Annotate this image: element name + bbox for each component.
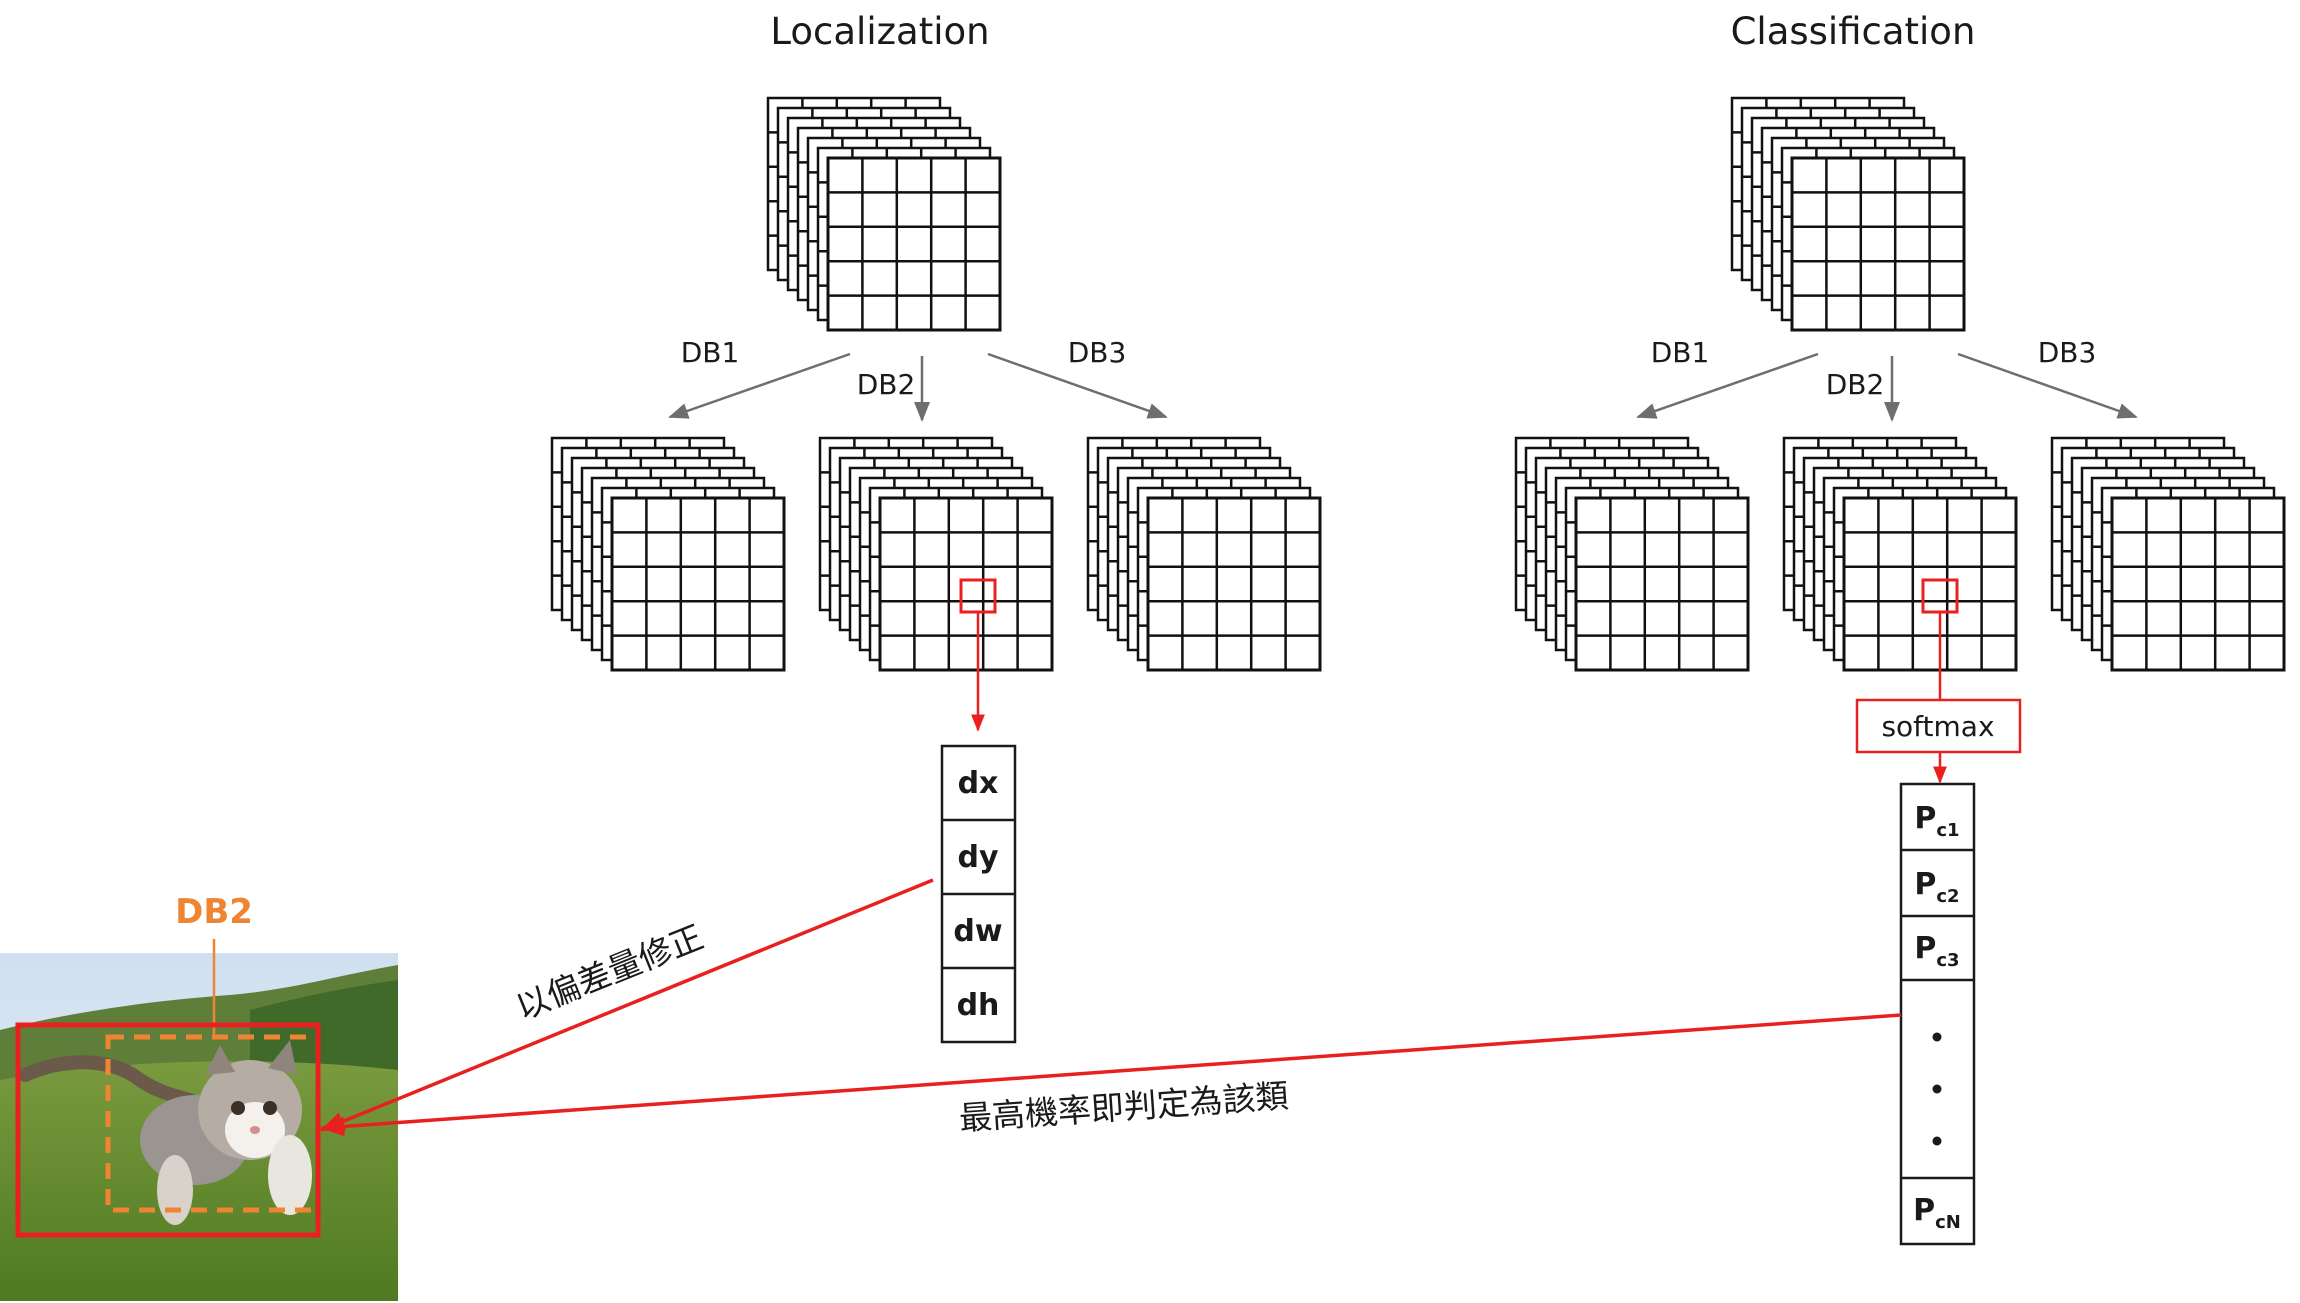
loc-db1-arrow [668, 352, 851, 419]
loc-branch-arrows [668, 352, 1168, 422]
cls-db2-label: DB2 [1826, 368, 1885, 401]
feature-map-layer [826, 156, 1002, 332]
offset-dx: dx [958, 766, 999, 801]
cls-db1-arrow [1636, 352, 1819, 419]
loc-db2-label: DB2 [857, 368, 916, 401]
photo-db2-label: DB2 [175, 892, 253, 932]
prob-c3: Pc3 [1914, 931, 1959, 971]
prob-c1: Pc1 [1914, 801, 1959, 841]
feature-map-layer [1146, 496, 1322, 672]
offset-dh: dh [957, 988, 1000, 1023]
offsets-to-photo-arrow [319, 878, 934, 1132]
classification-title: Classification [1731, 10, 1976, 53]
ellipsis-dots [1932, 1032, 1942, 1146]
loc-db2-feature-map [818, 436, 1054, 672]
cls-db2-feature-map [1782, 436, 2018, 672]
cls-branch-arrows [1636, 352, 2138, 422]
softmax-box [1855, 698, 2022, 754]
offsets-column [940, 744, 1017, 1044]
offset-dw: dw [953, 914, 1002, 949]
loc-db3-arrow [987, 352, 1168, 419]
cls-db1-feature-map [1514, 436, 1750, 672]
cls-source-feature-map [1730, 96, 1966, 332]
feature-map-layer [878, 496, 1054, 672]
predicted-box [15, 1022, 321, 1238]
feature-map-layer [1842, 496, 2018, 672]
softmax-label: softmax [1881, 710, 1994, 743]
loc-source-feature-map [766, 96, 1002, 332]
feature-map-layer [1574, 496, 1750, 672]
cls-db3-label: DB3 [2038, 336, 2097, 369]
loc-db1-feature-map [550, 436, 786, 672]
feature-map-layer [610, 496, 786, 672]
cls-db3-feature-map [2050, 436, 2286, 672]
max-prob-annotation: 最高機率即判定為該類 [958, 1076, 1290, 1138]
cls-db3-arrow [1957, 352, 2138, 419]
loc-db1-label: DB1 [681, 336, 740, 369]
feature-map-layer [1790, 156, 1966, 332]
probs-to-photo-arrow [319, 1013, 1902, 1137]
localization-title: Localization [770, 10, 989, 53]
cls-db1-label: DB1 [1651, 336, 1710, 369]
probs-column [1899, 782, 1976, 1246]
prob-c2: Pc2 [1914, 867, 1959, 907]
loc-db3-feature-map [1086, 436, 1322, 672]
prob-cn: PcN [1913, 1193, 1961, 1233]
feature-map-layer [2110, 496, 2286, 672]
offset-dy: dy [957, 840, 998, 875]
loc-db3-label: DB3 [1068, 336, 1127, 369]
